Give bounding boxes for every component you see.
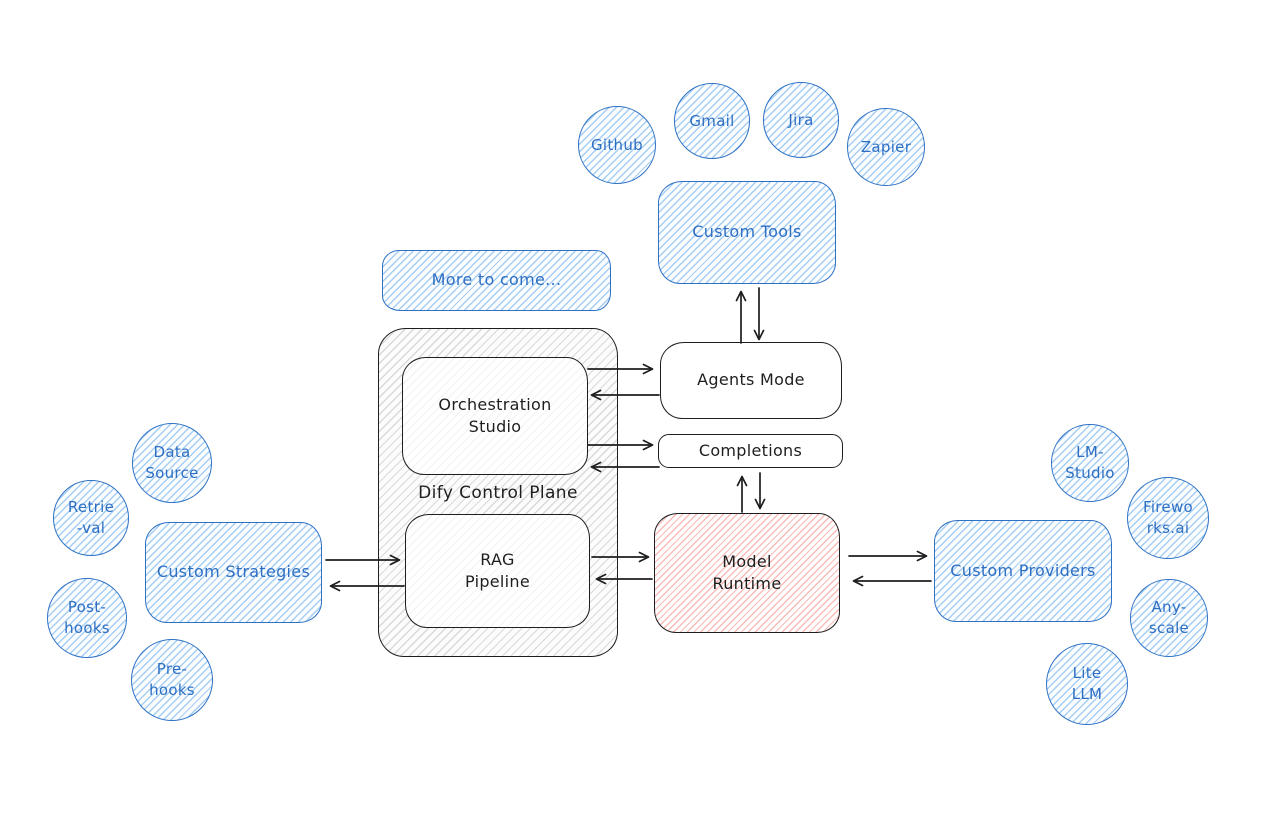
node-agents-mode: Agents Mode: [660, 342, 842, 419]
node-jira-label: Jira: [788, 110, 814, 129]
node-orchestration-studio: Orchestration Studio: [402, 357, 588, 475]
node-completions: Completions: [658, 434, 843, 468]
node-orchestration-studio-label: Orchestration Studio: [438, 394, 552, 436]
node-lite-llm-label: Lite LLM: [1071, 664, 1103, 703]
node-anyscale: Any- scale: [1130, 579, 1208, 657]
node-custom-providers: Custom Providers: [934, 520, 1112, 622]
node-custom-providers-label: Custom Providers: [950, 560, 1096, 580]
node-data-source-label: Data Source: [145, 443, 199, 482]
node-zapier: Zapier: [847, 108, 925, 186]
node-more-to-come: More to come...: [382, 250, 611, 311]
node-lm-studio: LM- Studio: [1051, 424, 1129, 502]
node-rag-pipeline-label: RAG Pipeline: [464, 549, 531, 591]
node-post-hooks-label: Post- hooks: [64, 598, 110, 637]
node-gmail: Gmail: [674, 83, 750, 159]
node-pre-hooks: Pre- hooks: [131, 639, 213, 721]
node-post-hooks: Post- hooks: [47, 578, 127, 658]
node-rag-pipeline: RAG Pipeline: [405, 514, 590, 628]
node-lm-studio-label: LM- Studio: [1065, 443, 1115, 482]
node-custom-tools: Custom Tools: [658, 181, 836, 284]
node-gmail-label: Gmail: [689, 111, 735, 130]
node-agents-mode-label: Agents Mode: [697, 370, 805, 390]
node-jira: Jira: [763, 82, 839, 158]
node-retrieval-label: Retrie -val: [67, 498, 115, 537]
node-completions-label: Completions: [698, 440, 803, 460]
node-data-source: Data Source: [132, 423, 212, 503]
node-fireworks-ai-label: Firewo rks.ai: [1142, 498, 1193, 537]
node-retrieval: Retrie -val: [53, 480, 129, 556]
node-dify-control-plane-label: Dify Control Plane: [418, 483, 578, 503]
node-pre-hooks-label: Pre- hooks: [149, 660, 195, 699]
node-custom-strategies-label: Custom Strategies: [156, 562, 311, 582]
node-model-runtime: Model Runtime: [654, 513, 840, 633]
node-more-to-come-label: More to come...: [431, 270, 562, 290]
node-anyscale-label: Any- scale: [1148, 598, 1190, 637]
node-model-runtime-label: Model Runtime: [712, 551, 782, 593]
node-github-label: Github: [590, 135, 643, 154]
node-fireworks-ai: Firewo rks.ai: [1127, 477, 1209, 559]
node-github: Github: [578, 106, 656, 184]
node-lite-llm: Lite LLM: [1046, 643, 1128, 725]
node-custom-strategies: Custom Strategies: [145, 522, 322, 623]
node-zapier-label: Zapier: [860, 137, 912, 156]
node-custom-tools-label: Custom Tools: [692, 222, 802, 242]
